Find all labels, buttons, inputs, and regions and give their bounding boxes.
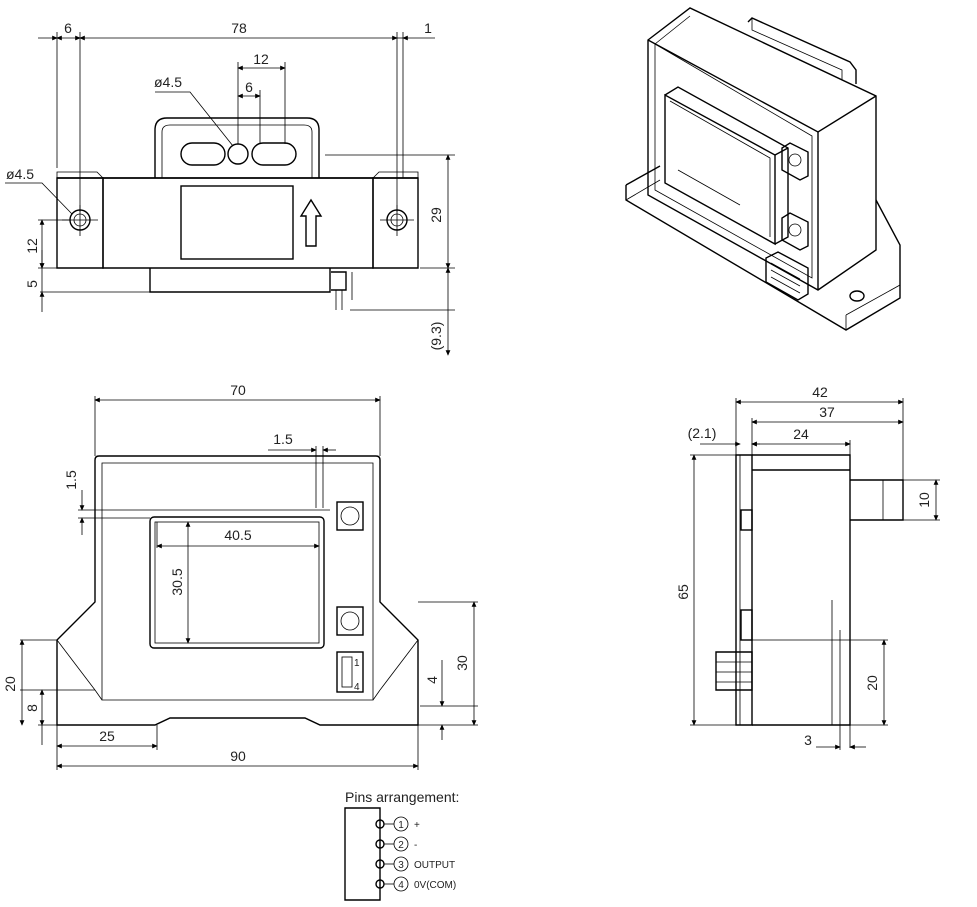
dim-12v: 12 bbox=[24, 238, 40, 254]
pin-4-label: 0V(COM) bbox=[414, 880, 456, 891]
dim-6b: 6 bbox=[245, 79, 253, 95]
pin-row-2: 2 - bbox=[375, 836, 417, 852]
pin-3-label: OUTPUT bbox=[414, 860, 455, 871]
dim-6: 6 bbox=[64, 20, 72, 36]
dim-90: 90 bbox=[230, 748, 246, 764]
dim-12: 12 bbox=[253, 51, 269, 67]
side-view: 42 37 (2.1) 24 10 65 20 3 bbox=[675, 384, 940, 750]
top-view: 6 78 1 12 6 ø4.5 ø4.5 29 12 5 (9.3) bbox=[5, 20, 455, 356]
dim-70: 70 bbox=[230, 382, 246, 398]
dim-20: 20 bbox=[2, 676, 18, 692]
pin-1-mark: 1 bbox=[354, 658, 360, 669]
dim-5: 5 bbox=[24, 280, 40, 288]
dim-20-side: 20 bbox=[864, 675, 880, 691]
pin-4-number: 4 bbox=[398, 880, 404, 891]
dim-4: 4 bbox=[424, 676, 440, 684]
front-view: 1 4 70 1.5 1.5 40.5 30.5 20 8 4 30 25 90 bbox=[2, 382, 478, 770]
dim-3: 3 bbox=[804, 732, 812, 748]
dim-8: 8 bbox=[24, 704, 40, 712]
dim-30: 30 bbox=[454, 655, 470, 671]
dia-slot-label: ø4.5 bbox=[154, 74, 182, 90]
pin-1-label: + bbox=[414, 820, 420, 831]
pin-1-number: 1 bbox=[398, 820, 404, 831]
dim-40-5: 40.5 bbox=[224, 527, 251, 543]
pin-3-number: 3 bbox=[398, 860, 404, 871]
dim-10: 10 bbox=[916, 492, 932, 508]
dim-1: 1 bbox=[424, 20, 432, 36]
dim-42: 42 bbox=[812, 384, 828, 400]
pin-2-label: - bbox=[414, 840, 417, 851]
dim-24: 24 bbox=[793, 426, 809, 442]
pin-2-number: 2 bbox=[398, 840, 404, 851]
dia-mount-label: ø4.5 bbox=[6, 166, 34, 182]
pin-row-4: 4 0V(COM) bbox=[375, 876, 456, 892]
pin-4-mark: 4 bbox=[354, 682, 360, 693]
dim-37: 37 bbox=[819, 404, 835, 420]
pin-row-3: 3 OUTPUT bbox=[375, 856, 455, 872]
dim-78: 78 bbox=[231, 20, 247, 36]
isometric-view bbox=[625, 7, 901, 331]
dim-65: 65 bbox=[675, 584, 691, 600]
pins-title: Pins arrangement: bbox=[345, 789, 459, 805]
dim-25: 25 bbox=[99, 728, 115, 744]
dim-1-5-v: 1.5 bbox=[63, 470, 79, 490]
dim-9-3: (9.3) bbox=[428, 322, 444, 351]
pins-arrangement: Pins arrangement: 1 + 2 - 3 OUTPUT bbox=[344, 789, 459, 901]
dim-1-5-h: 1.5 bbox=[273, 431, 293, 447]
pin-row-1: 1 + bbox=[375, 816, 420, 832]
dim-2-1: (2.1) bbox=[688, 425, 717, 441]
dim-30-5: 30.5 bbox=[169, 568, 185, 595]
dim-29: 29 bbox=[428, 207, 444, 223]
